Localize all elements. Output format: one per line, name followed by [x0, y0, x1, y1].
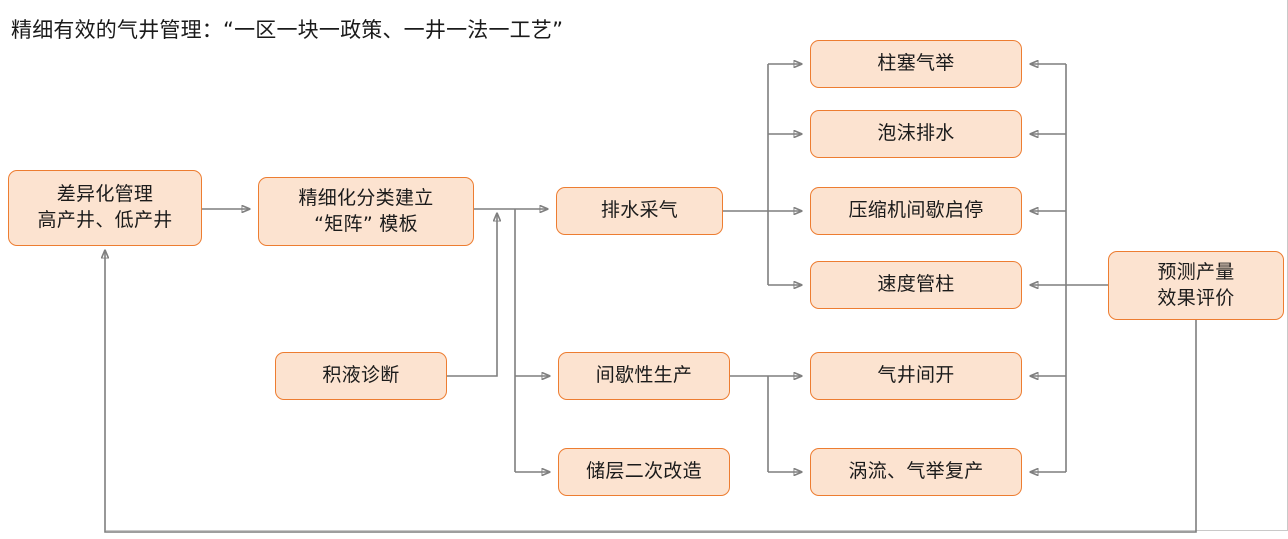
node-well-intermittent-open[interactable]: 气井间开 [810, 352, 1022, 400]
edge-n9-n2 [447, 213, 497, 377]
node-production-forecast-evaluation[interactable]: 预测产量 效果评价 [1108, 251, 1284, 320]
node-plunger-lift[interactable]: 柱塞气举 [810, 40, 1022, 88]
node-vortex-gaslift-recovery[interactable]: 涡流、气举复产 [810, 448, 1022, 496]
node-label: 储层二次改造 [586, 460, 702, 483]
node-label-line2: 高产井、低产井 [37, 209, 173, 231]
node-velocity-string[interactable]: 速度管柱 [810, 261, 1022, 309]
node-label: 间歇性生产 [595, 364, 693, 387]
node-label-line1: 预测产量 [1157, 260, 1235, 283]
page-title: 精细有效的气井管理：“一区一块一政策、一井一法一工艺” [11, 18, 564, 42]
node-label: 泡沫排水 [877, 122, 955, 145]
node-label: 排水采气 [600, 199, 679, 222]
node-foam-drainage[interactable]: 泡沫排水 [810, 110, 1022, 158]
node-label: 压缩机间歇启停 [848, 199, 984, 222]
node-differentiated-management[interactable]: 差异化管理 高产井、低产井 [8, 170, 202, 246]
node-label-line2: “矩阵” 模板 [314, 212, 418, 235]
node-reservoir-restimulation[interactable]: 储层二次改造 [558, 448, 730, 496]
node-label: 涡流、气举复产 [848, 460, 984, 483]
node-intermittent-production[interactable]: 间歇性生产 [558, 352, 730, 400]
node-liquid-loading-diagnosis[interactable]: 积液诊断 [275, 352, 447, 400]
edge-n8-n1-loop [105, 250, 1197, 533]
node-label: 气井间开 [877, 364, 955, 387]
node-label-line1: 差异化管理 [56, 183, 154, 206]
node-label: 速度管柱 [877, 273, 955, 296]
node-compressor-intermittent[interactable]: 压缩机间歇启停 [810, 187, 1022, 235]
node-label-line1: 精细化分类建立 [298, 186, 434, 209]
node-matrix-template[interactable]: 精细化分类建立 “矩阵” 模板 [258, 177, 474, 246]
node-dewatering-gas-production[interactable]: 排水采气 [556, 187, 723, 235]
node-label: 柱塞气举 [877, 52, 955, 75]
node-label-line2: 效果评价 [1157, 286, 1235, 309]
node-label: 积液诊断 [322, 364, 400, 387]
